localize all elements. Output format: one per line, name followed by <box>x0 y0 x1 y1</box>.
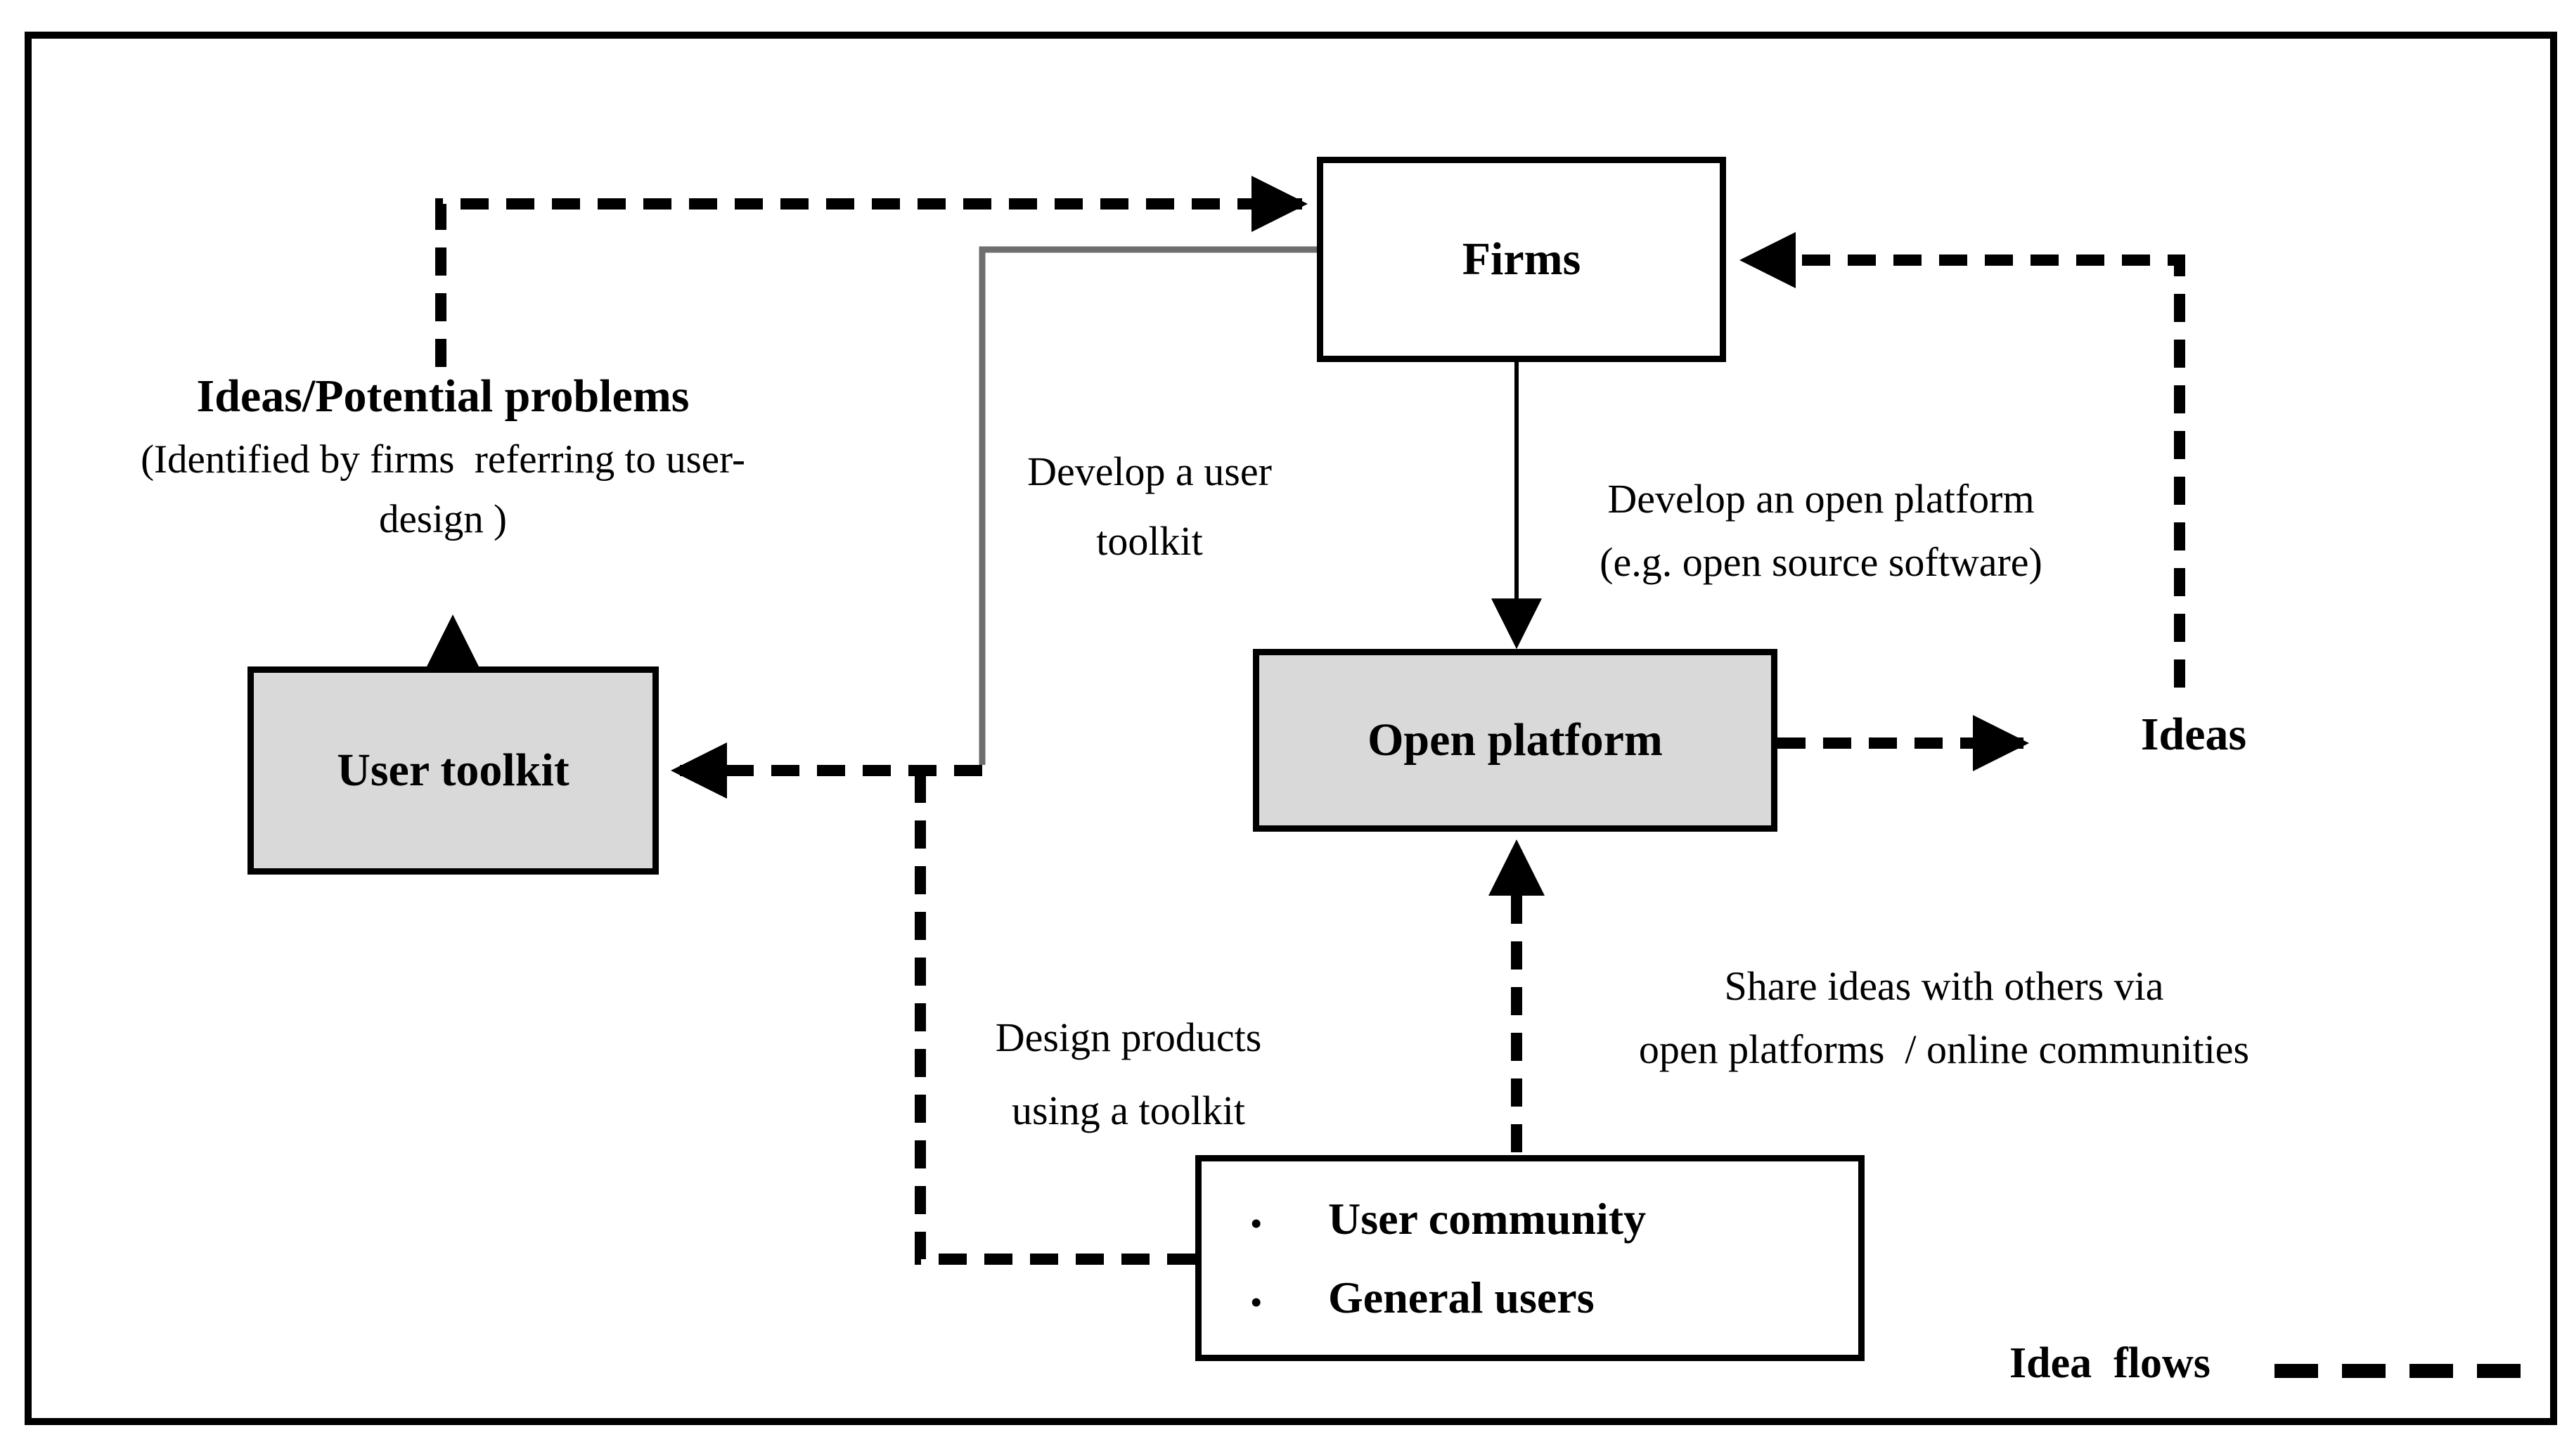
firms-node: Firms <box>1317 157 1726 362</box>
firms-label: Firms <box>1462 233 1581 285</box>
ideas-problems-block: Ideas/Potential problems (Identified by … <box>28 371 858 550</box>
share-ideas-label: Share ideas with others via open platfor… <box>1638 963 2250 1072</box>
figure-frame <box>25 32 2557 1425</box>
general-users-item-label: General users <box>1328 1272 1595 1322</box>
develop-toolkit-line <box>979 246 1317 765</box>
ideas-problems-title: Ideas/Potential problems <box>196 371 690 422</box>
user-community-item-label: User community <box>1328 1193 1647 1244</box>
user-toolkit-label: User toolkit <box>337 745 570 796</box>
ideas-label: Ideas <box>2140 709 2247 760</box>
user-toolkit-node: User toolkit <box>247 666 659 875</box>
legend-label: Idea flows <box>2009 1339 2211 1387</box>
flow-ideas-problems-to-firms <box>435 176 1308 367</box>
ideas-problems-subtitle: (Identified by firms referring to user- … <box>141 437 745 542</box>
flow-ideas-to-firms <box>1739 232 2185 688</box>
develop-platform-label: Develop an open platform (e.g. open sour… <box>1600 476 2042 585</box>
bullet-icon: • <box>1251 1206 1262 1241</box>
design-products-label: Design products using a toolkit <box>995 1014 1262 1134</box>
user-community-node: • User community • General users <box>1195 1155 1865 1361</box>
user-community-list: • User community • General users <box>1202 1193 1858 1320</box>
develop-toolkit-label: Develop a user toolkit <box>1027 449 1272 564</box>
list-item: • General users <box>1251 1275 1858 1320</box>
list-item: • User community <box>1251 1193 1858 1244</box>
flow-community-to-toolkit <box>915 776 1195 1265</box>
open-platform-label: Open platform <box>1368 714 1663 766</box>
open-platform-node: Open platform <box>1253 649 1777 832</box>
bullet-icon: • <box>1251 1284 1262 1320</box>
